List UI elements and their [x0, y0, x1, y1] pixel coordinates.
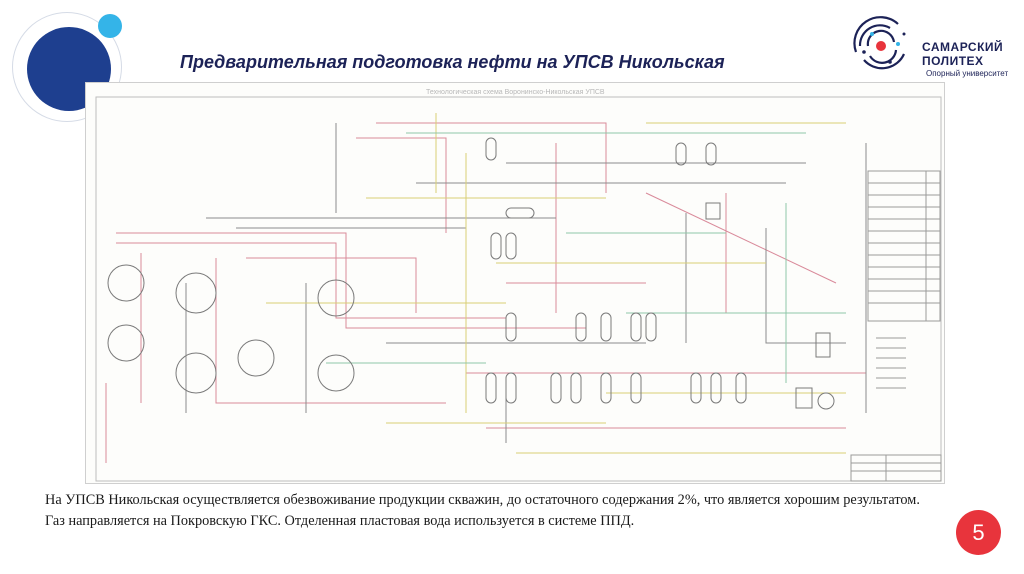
page-number-badge: 5 — [956, 510, 1001, 555]
university-logo: САМАРСКИЙ ПОЛИТЕХ Опорный университет — [850, 16, 1020, 78]
process-flow-diagram: Технологическая схема Воронинско-Никольс… — [85, 82, 945, 484]
decorative-ring — [12, 12, 122, 122]
decorative-circle-light — [98, 14, 122, 38]
paragraph-gas-water: Газ направляется на Покровскую ГКС. Отде… — [45, 513, 635, 529]
diagram-drawing — [95, 96, 942, 482]
logo-emblem-icon — [853, 16, 906, 70]
logo-subtitle: Опорный университет — [926, 69, 1009, 78]
logo-text-line1: САМАРСКИЙ — [922, 40, 1004, 54]
slide-title: Предварительная подготовка нефти на УПСВ… — [180, 52, 725, 72]
logo-text-line2: ПОЛИТЕХ — [922, 54, 984, 68]
slide-body-text: На УПСВ Никольская осуществляется обезво… — [26, 490, 946, 532]
paragraph-dehydration: На УПСВ Никольская осуществляется обезво… — [45, 492, 920, 508]
diagram-caption: Технологическая схема Воронинско-Никольс… — [426, 89, 605, 96]
